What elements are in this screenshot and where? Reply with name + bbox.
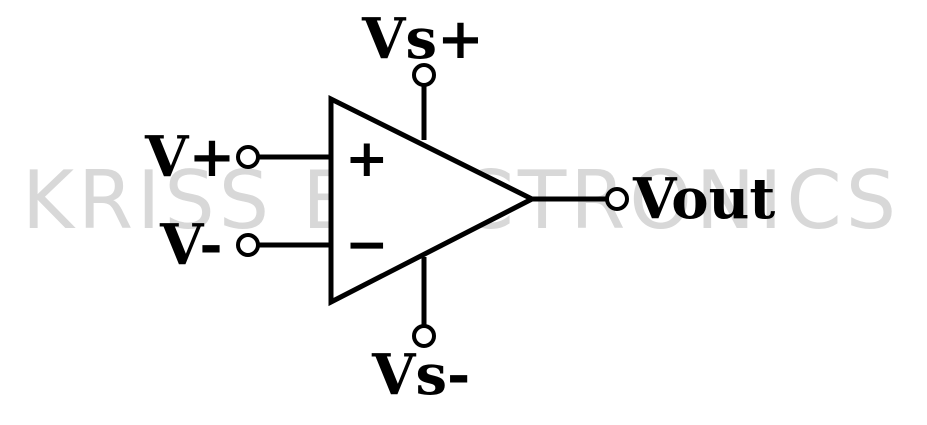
vs-minus-label: Vs- [371,342,470,408]
v-minus-terminal [236,233,260,257]
opamp-triangle [328,94,538,307]
v-plus-terminal [236,145,260,169]
vs-minus-terminal [412,324,436,348]
vout-terminal [605,187,629,211]
v-plus-label: V+ [144,124,235,190]
inverting-sign: − [345,215,389,275]
vs-plus-terminal [412,63,436,87]
vs-plus-label: Vs+ [361,6,484,72]
non-inverting-sign: + [345,129,389,189]
v-minus-label: V- [159,212,223,278]
vout-label: Vout [632,166,775,232]
